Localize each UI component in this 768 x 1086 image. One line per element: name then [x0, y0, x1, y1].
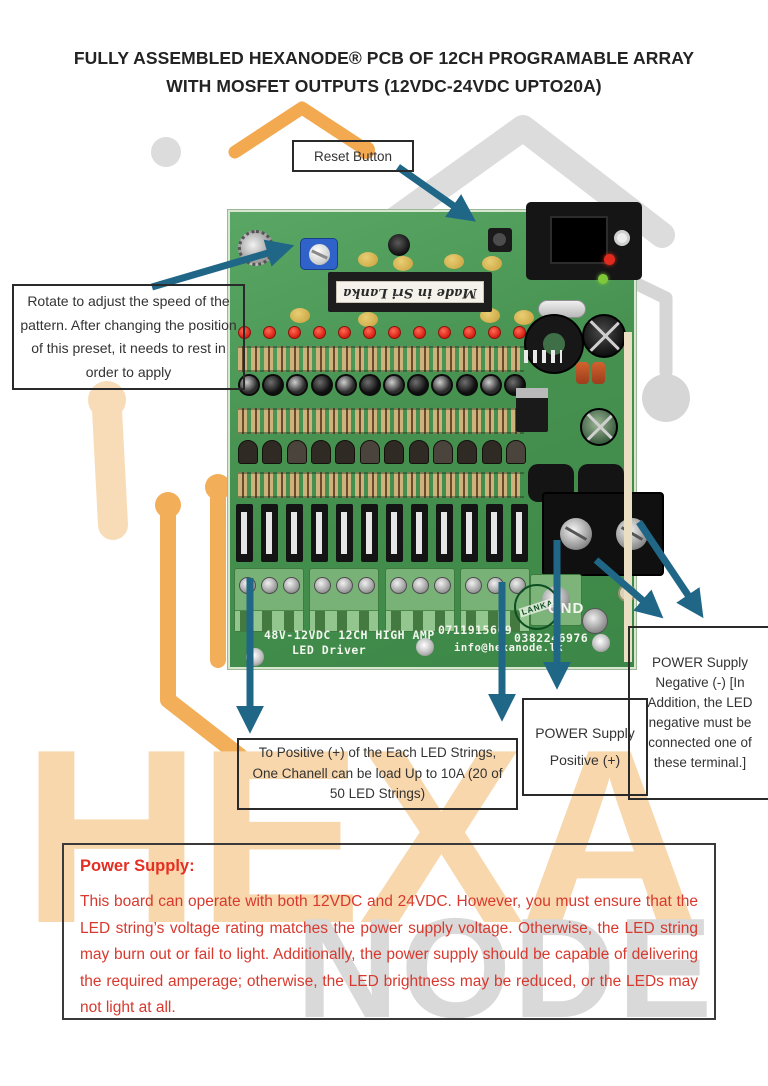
- board-edge: [624, 332, 632, 662]
- program-connector: [526, 202, 642, 280]
- callout-reset-button: Reset Button: [292, 140, 414, 172]
- toroid-inductor: [526, 316, 582, 372]
- page-title: FULLY ASSEMBLED HEXANODE® PCB OF 12CH PR…: [0, 44, 768, 100]
- resistor: [592, 362, 605, 384]
- silkscreen-model-text: 48V-12VDC 12CH HIGH AMP: [264, 628, 435, 642]
- pcb-photo: Made in Sri Lanka LANKA: [228, 202, 664, 669]
- transistor-row: [238, 440, 526, 466]
- supply-negative-arrow-2: [636, 520, 704, 619]
- voltage-regulator: [516, 388, 548, 432]
- capacitor: [444, 254, 464, 269]
- power-supply-note-body: This board can operate with both 12VDC a…: [80, 893, 698, 1016]
- capacitor: [358, 252, 378, 267]
- supply-negative-arrow-1: [593, 557, 664, 619]
- resistor-row: [238, 346, 524, 372]
- speed-potentiometer: [300, 238, 338, 270]
- reset-button-component: [488, 228, 512, 252]
- resistor-row: [238, 408, 524, 434]
- electrolytic-capacitor: [580, 408, 618, 446]
- silkscreen-phone1: 0711915609: [438, 623, 513, 637]
- resistor-row: [238, 472, 524, 498]
- page-title-line2: WITH MOSFET OUTPUTS (12VDC-24VDC UPTO20A…: [166, 76, 602, 96]
- electrolytic-capacitor: [582, 314, 626, 358]
- mounting-hole: [416, 638, 434, 656]
- solder-pad: [614, 230, 630, 246]
- capacitor: [393, 256, 413, 271]
- controller-ic: Made in Sri Lanka: [328, 272, 492, 312]
- terminal-screw: [582, 608, 608, 634]
- silkscreen-driver-text: LED Driver: [292, 643, 367, 657]
- capacitor: [388, 234, 410, 256]
- capacitor: [290, 308, 310, 323]
- capacitor: [358, 312, 378, 327]
- callout-speed-preset: Rotate to adjust the speed of the patter…: [12, 284, 245, 390]
- power-supply-note: Power Supply: This board can operate wit…: [62, 843, 716, 1020]
- mosfet-row: [236, 504, 528, 564]
- silkscreen-phone2: 0382246976: [514, 631, 589, 645]
- capacitor: [482, 256, 502, 271]
- callout-supply-negative: POWER Supply Negative (-) [In Addition, …: [628, 626, 768, 800]
- capacitor: [514, 310, 534, 325]
- pin-header: [524, 350, 562, 363]
- page-title-line1: FULLY ASSEMBLED HEXANODE® PCB OF 12CH PR…: [73, 48, 695, 68]
- ic-sticker: Made in Sri Lanka: [336, 281, 484, 303]
- status-led-green: [598, 274, 608, 284]
- resistor: [576, 362, 589, 384]
- speed-arrow: [151, 239, 295, 291]
- channel-led-row: [238, 326, 526, 340]
- callout-supply-positive: POWER Supply Positive (+): [522, 698, 648, 796]
- reset-arrow: [395, 164, 477, 222]
- mounting-hole: [592, 634, 610, 652]
- callout-led-positive: To Positive (+) of the Each LED Strings,…: [237, 738, 518, 810]
- silkscreen-email: info@hexanode.lk: [454, 642, 564, 654]
- capacitor-row: [238, 374, 526, 400]
- power-supply-note-heading: Power Supply:: [80, 857, 195, 875]
- power-led-red: [604, 254, 615, 265]
